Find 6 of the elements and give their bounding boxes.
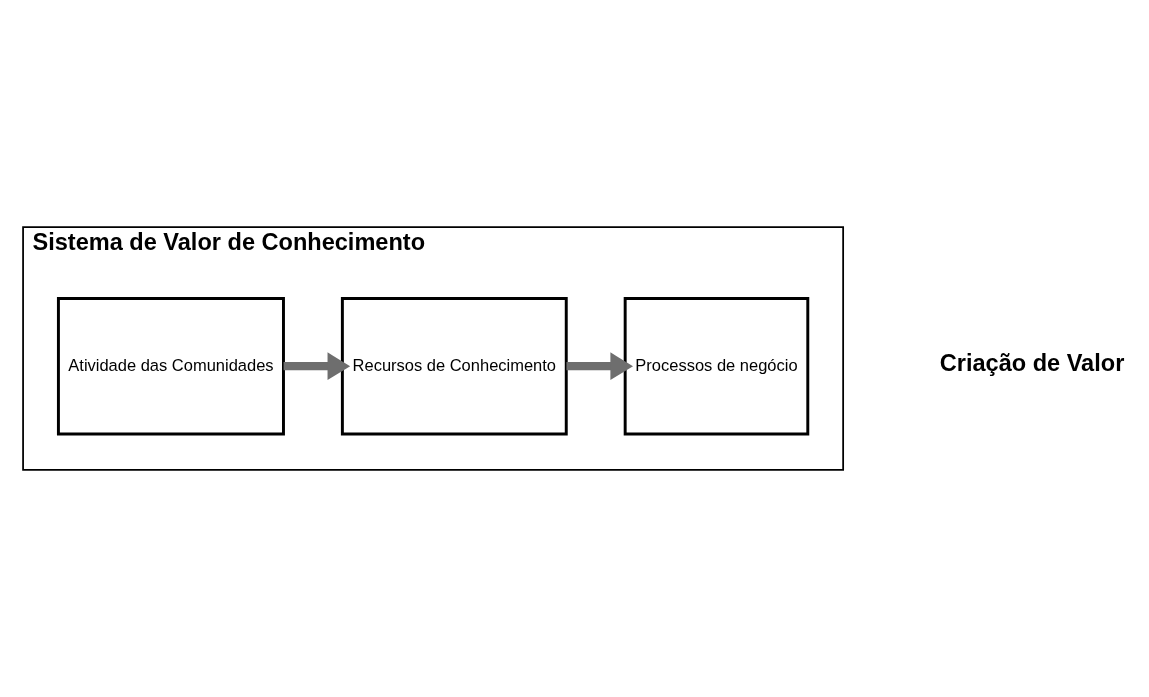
node-box: Atividade das Comunidades: [56, 296, 285, 436]
arrow: [566, 352, 634, 381]
label: Criação de Valor: [939, 349, 1125, 376]
node-box: Processos de negócio: [623, 296, 810, 436]
node-box: Recursos de Conhecimento: [340, 296, 568, 436]
arrow: [283, 352, 351, 381]
